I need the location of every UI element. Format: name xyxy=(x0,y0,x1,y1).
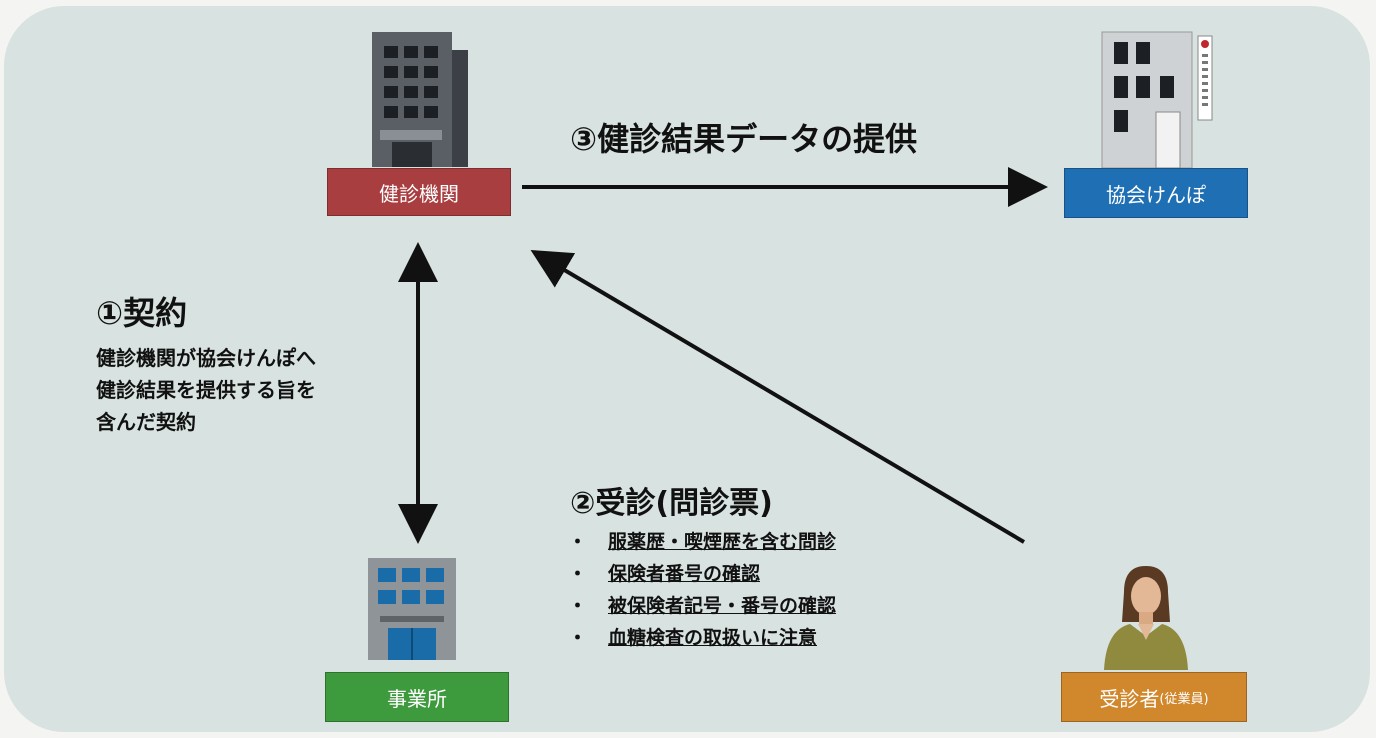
exam-checklist: ・ 服薬歴・喫煙歴を含む問診 ・ 保険者番号の確認 ・ 被保険者記号・番号の確認… xyxy=(568,526,836,654)
examinee-label-text: 受診者 xyxy=(1099,686,1160,711)
kyokai-label: 協会けんぽ xyxy=(1064,168,1248,218)
kyokai-label-text: 協会けんぽ xyxy=(1106,182,1206,207)
examinee-sublabel: (従業員) xyxy=(1159,691,1209,707)
person-icon xyxy=(1104,566,1188,670)
contract-line-3: 含んだ契約 xyxy=(96,410,196,434)
employer-label: 事業所 xyxy=(325,672,509,722)
contract-line-2: 健診結果を提供する旨を xyxy=(96,378,316,402)
clinic-label: 健診機関 xyxy=(327,168,511,216)
exam-heading: ②受診(問診票) xyxy=(570,486,773,521)
employer-label-text: 事業所 xyxy=(387,686,447,711)
arrow-exam xyxy=(530,249,1026,544)
examinee-label: 受診者(従業員) xyxy=(1061,672,1247,722)
office-building-icon xyxy=(372,32,468,167)
list-item-text: 保険者番号の確認 xyxy=(608,563,761,585)
list-item-text: 血糖検査の取扱いに注意 xyxy=(608,627,818,649)
list-item-text: 服薬歴・喫煙歴を含む問診 xyxy=(608,531,837,553)
contract-heading: ①契約 xyxy=(96,294,188,332)
list-bullet: ・ xyxy=(568,627,588,649)
list-item-text: 被保険者記号・番号の確認 xyxy=(608,595,837,617)
list-item: ・ 血糖検査の取扱いに注意 xyxy=(568,622,836,654)
contract-line-1: 健診機関が協会けんぽへ xyxy=(96,346,316,370)
company-building-icon xyxy=(368,558,456,660)
provide-heading: ③健診結果データの提供 xyxy=(570,120,918,158)
list-bullet: ・ xyxy=(568,595,588,617)
clinic-label-text: 健診機関 xyxy=(379,181,459,206)
list-bullet: ・ xyxy=(568,531,588,553)
association-building-icon xyxy=(1101,31,1213,169)
list-bullet: ・ xyxy=(568,563,588,585)
list-item: ・ 被保険者記号・番号の確認 xyxy=(568,590,836,622)
contract-description: 健診機関が協会けんぽへ 健診結果を提供する旨を 含んだ契約 xyxy=(96,342,316,438)
list-item: ・ 保険者番号の確認 xyxy=(568,558,836,590)
list-item: ・ 服薬歴・喫煙歴を含む問診 xyxy=(568,526,836,558)
